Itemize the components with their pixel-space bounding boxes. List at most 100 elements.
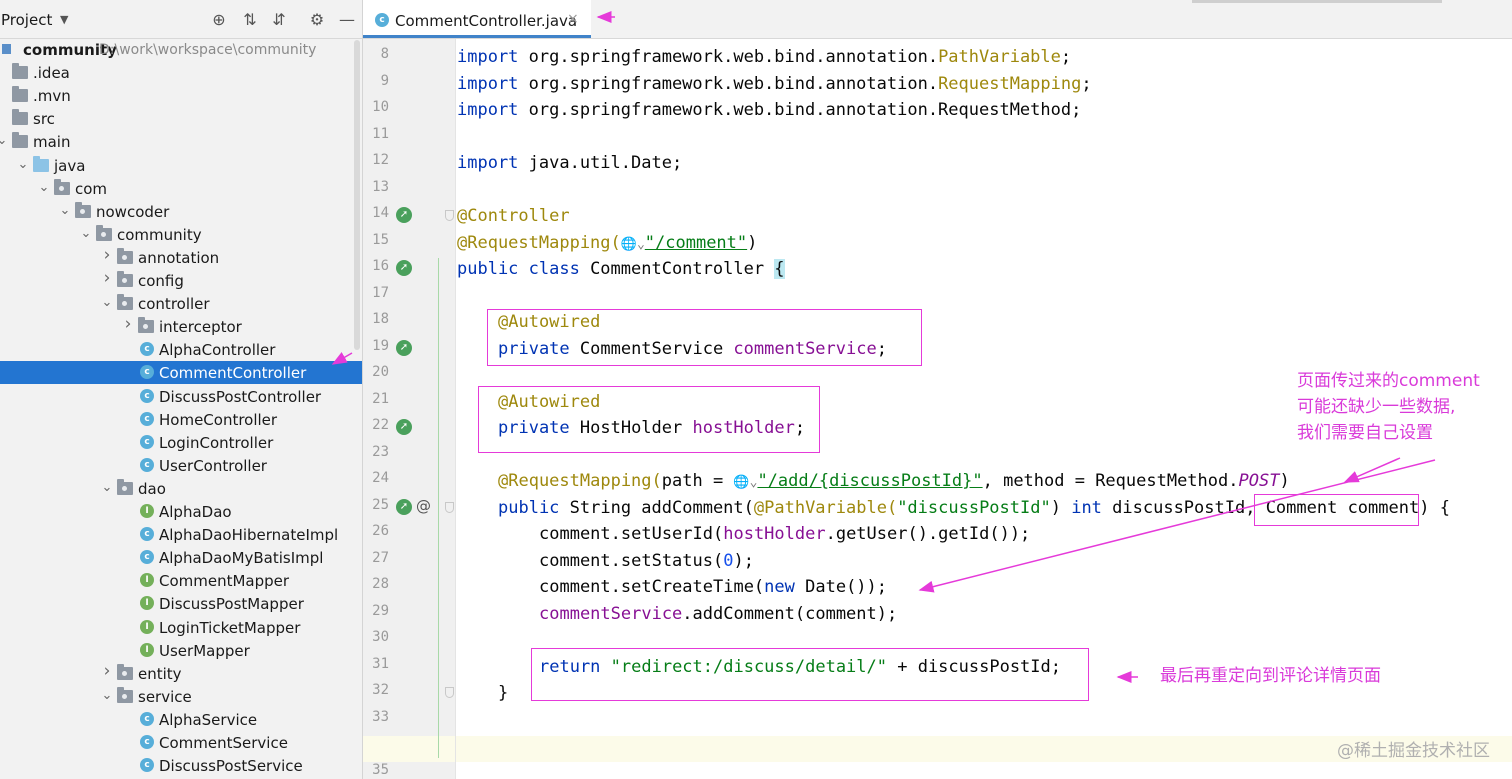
package-icon xyxy=(96,224,112,241)
code-line[interactable]: } xyxy=(498,681,508,705)
chevron-right-icon[interactable]: › xyxy=(103,660,111,681)
package-icon xyxy=(117,686,133,703)
project-view-title[interactable]: Project xyxy=(1,11,53,29)
code-line[interactable]: import org.springframework.web.bind.anno… xyxy=(457,45,1071,69)
code-line[interactable]: private HostHolder hostHolder; xyxy=(498,416,805,440)
expand-all-icon[interactable]: ⇅ xyxy=(243,10,257,29)
code-token: comment.setCreateTime( xyxy=(539,577,765,597)
code-token: ) xyxy=(747,232,758,253)
tree-item[interactable]: I AlphaDao xyxy=(0,500,362,523)
project-view-dropdown-icon[interactable]: ▼ xyxy=(60,13,69,26)
fold-marker-icon[interactable] xyxy=(445,501,454,513)
tree-item[interactable]: ⌄controller xyxy=(0,292,362,315)
code-editor[interactable]: import org.springframework.web.bind.anno… xyxy=(456,39,1512,779)
note-line: 可能还缺少一些数据, xyxy=(1297,397,1456,417)
tree-item[interactable]: ›annotation xyxy=(0,246,362,269)
chevron-down-icon[interactable]: ⌄ xyxy=(80,225,92,241)
code-token: ; xyxy=(794,418,806,438)
tree-item-label: AlphaDao xyxy=(159,503,232,521)
collapse-all-icon[interactable]: ⇵ xyxy=(272,10,286,29)
fold-marker-icon[interactable] xyxy=(445,210,454,221)
chevron-down-icon[interactable]: ⌄ xyxy=(17,156,29,172)
tree-item[interactable]: ⌄service xyxy=(0,685,362,708)
code-line[interactable]: @Autowired xyxy=(498,310,600,334)
hide-icon[interactable]: — xyxy=(339,10,355,29)
close-icon[interactable]: × xyxy=(567,11,579,27)
code-token: org.springframework.web.bind.annotation. xyxy=(518,73,939,94)
globe-icon[interactable]: 🌐⌄ xyxy=(733,475,758,490)
chevron-down-icon[interactable]: ⌄ xyxy=(101,687,113,703)
injection-icon[interactable]: ➚ xyxy=(396,339,412,356)
code-line[interactable]: import org.springframework.web.bind.anno… xyxy=(457,72,1092,96)
package-icon xyxy=(117,663,133,680)
locate-icon[interactable]: ⊕ xyxy=(212,10,226,29)
module-icon xyxy=(2,44,11,54)
tree-item[interactable]: src xyxy=(0,107,362,130)
globe-icon[interactable]: 🌐⌄ xyxy=(620,236,645,252)
injection-icon[interactable]: ➚ xyxy=(396,419,412,435)
code-line[interactable]: commentService.addComment(comment); xyxy=(539,602,897,626)
tree-item[interactable]: ⌄main xyxy=(0,130,362,153)
code-line[interactable]: @Autowired xyxy=(498,390,600,414)
tree-item[interactable]: .idea xyxy=(0,61,362,84)
gear-icon[interactable]: ⚙ xyxy=(309,10,325,29)
fold-marker-icon[interactable] xyxy=(445,687,454,698)
interface-icon: I xyxy=(140,504,154,518)
class-icon: c xyxy=(140,711,154,726)
code-line[interactable]: import org.springframework.web.bind.anno… xyxy=(457,98,1081,122)
chevron-down-icon[interactable]: ⌄ xyxy=(101,479,113,495)
chevron-right-icon[interactable]: › xyxy=(103,244,111,265)
code-line[interactable]: comment.setUserId(hostHolder.getUser().g… xyxy=(539,522,1030,546)
chevron-down-icon[interactable]: ⌄ xyxy=(0,133,8,149)
tree-item[interactable]: ›entity xyxy=(0,662,362,685)
tree-item[interactable]: ⌄dao xyxy=(0,477,362,500)
tab-comment-controller[interactable]: c CommentController.java × xyxy=(363,0,591,38)
code-token: { xyxy=(774,259,785,279)
chevron-right-icon[interactable]: › xyxy=(103,268,111,288)
endpoint-icon[interactable]: ➚ xyxy=(396,498,412,515)
code-line[interactable]: public class CommentController { xyxy=(457,257,785,281)
code-line[interactable]: @RequestMapping(path = 🌐⌄"/add/{discussP… xyxy=(498,469,1290,493)
chevron-right-icon[interactable]: › xyxy=(124,314,132,335)
code-line[interactable]: return "redirect:/discuss/detail/" + dis… xyxy=(539,655,1061,679)
annotation-marker-icon[interactable]: @ xyxy=(416,496,431,515)
tab-scrollbar[interactable] xyxy=(1192,0,1442,3)
line-number: 19 xyxy=(372,337,389,354)
chevron-down-icon[interactable]: ⌄ xyxy=(59,202,71,218)
tree-item[interactable]: ⌄community xyxy=(0,223,362,246)
tree-item[interactable]: ⌄java xyxy=(0,154,362,177)
code-line[interactable]: comment.setStatus(0); xyxy=(539,549,754,573)
code-line[interactable]: comment.setCreateTime(new Date()); xyxy=(539,575,887,599)
chevron-down-icon[interactable]: ⌄ xyxy=(101,295,113,311)
tree-item[interactable]: ⌄nowcoder xyxy=(0,200,362,223)
code-line[interactable]: import java.util.Date; xyxy=(457,151,682,175)
line-number: 10 xyxy=(372,99,389,115)
tree-item[interactable]: ›interceptor xyxy=(0,315,362,338)
bean-icon[interactable]: ➚ xyxy=(396,260,412,276)
code-line[interactable]: @RequestMapping(🌐⌄"/comment") xyxy=(457,231,757,255)
tree-scrollbar[interactable] xyxy=(354,40,360,350)
tree-item[interactable]: ›config xyxy=(0,269,362,292)
bean-icon[interactable]: ➚ xyxy=(396,207,412,223)
chevron-down-icon[interactable]: ⌄ xyxy=(38,179,50,195)
tree-item[interactable]: .mvn xyxy=(0,84,362,107)
tree-item[interactable]: ⌄com xyxy=(0,177,362,200)
code-line[interactable]: private CommentService commentService; xyxy=(498,337,887,361)
code-line[interactable]: @Controller xyxy=(457,204,570,228)
